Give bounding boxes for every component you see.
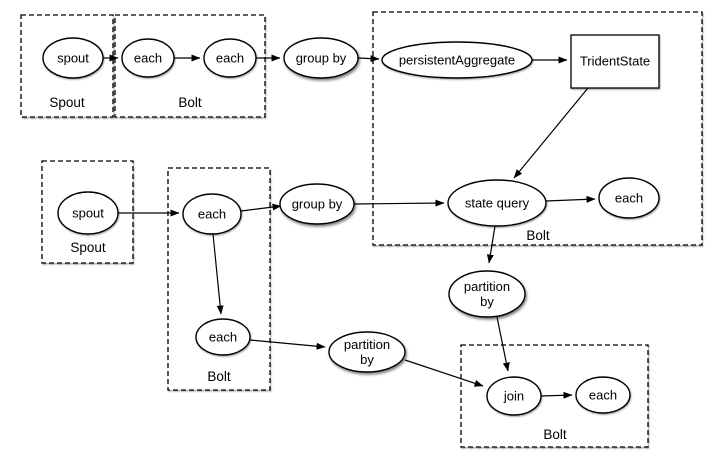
edge-each4-to-groupby2 <box>240 203 282 212</box>
node-label: each <box>198 207 226 222</box>
node-persistent-aggregate: persistentAggregate <box>381 41 533 79</box>
container-label: Bolt <box>526 228 550 243</box>
node-partition-by-2: partition by <box>328 331 406 373</box>
edge-statequery-to-partitionby1 <box>486 225 496 264</box>
partition-by-ellipse <box>328 331 406 373</box>
node-label: each <box>615 191 643 206</box>
node-label: each <box>209 330 237 345</box>
state-query-ellipse <box>447 179 547 227</box>
node-label-line1: partition <box>464 279 510 294</box>
edge-partitionby1-to-join <box>496 316 510 372</box>
node-spout-2: spout <box>57 191 119 235</box>
each-ellipse <box>195 318 251 356</box>
container-label: Spout <box>70 240 106 255</box>
node-each-5: each <box>195 318 251 356</box>
node-label: join <box>503 389 524 404</box>
group-by-ellipse <box>283 37 359 79</box>
node-label: spout <box>57 51 89 66</box>
container-label: Bolt <box>207 369 231 384</box>
node-label: each <box>134 51 162 66</box>
each-ellipse <box>575 376 631 414</box>
container-label: Spout <box>49 95 85 110</box>
partition-by-ellipse <box>448 270 526 318</box>
each-ellipse <box>121 38 175 78</box>
node-label-line2: by <box>480 294 494 309</box>
spout-ellipse <box>42 37 104 79</box>
node-spout-1: spout <box>42 37 104 79</box>
edge-join-to-each6 <box>540 391 573 399</box>
node-label: persistentAggregate <box>399 53 515 68</box>
node-each-2: each <box>203 38 257 78</box>
node-label: group by <box>292 197 343 212</box>
edge-partitionby2-to-join <box>404 359 484 387</box>
node-each-6: each <box>575 376 631 414</box>
edge-groupby1-to-persistentaggregate <box>357 55 380 63</box>
node-each-1: each <box>121 38 175 78</box>
container-label: Bolt <box>178 95 202 110</box>
persistent-aggregate-ellipse <box>381 41 533 79</box>
node-label-line1: partition <box>344 337 390 352</box>
node-label: TridentState <box>580 54 650 69</box>
each-ellipse <box>598 177 660 219</box>
node-label-line2: by <box>360 352 374 367</box>
each-ellipse <box>182 193 242 235</box>
node-label: state query <box>465 196 530 211</box>
spout-ellipse <box>57 191 119 235</box>
trident-state-rect <box>570 34 660 89</box>
edge-each4-to-each5 <box>212 233 224 315</box>
node-each-3: each <box>598 177 660 219</box>
node-label: group by <box>296 51 347 66</box>
edge-each5-to-partitionby2 <box>249 339 326 350</box>
edge-tridentstate-to-statequery <box>513 87 589 179</box>
node-group-by-1: group by <box>283 37 359 79</box>
node-partition-by-1: partition by <box>448 270 526 318</box>
edge-statequery-to-each3 <box>545 195 596 203</box>
node-trident-state: TridentState <box>570 34 660 89</box>
container-label: Bolt <box>543 427 567 442</box>
node-state-query: state query <box>447 179 547 227</box>
node-group-by-2: group by <box>279 183 355 225</box>
node-label: spout <box>72 206 104 221</box>
edge-groupby2-to-statequery <box>353 199 445 207</box>
group-by-ellipse <box>279 183 355 225</box>
node-label: each <box>589 388 617 403</box>
each-ellipse <box>203 38 257 78</box>
node-each-4: each <box>182 193 242 235</box>
node-join: join <box>486 376 542 416</box>
node-label: each <box>216 51 244 66</box>
join-ellipse <box>486 376 542 416</box>
